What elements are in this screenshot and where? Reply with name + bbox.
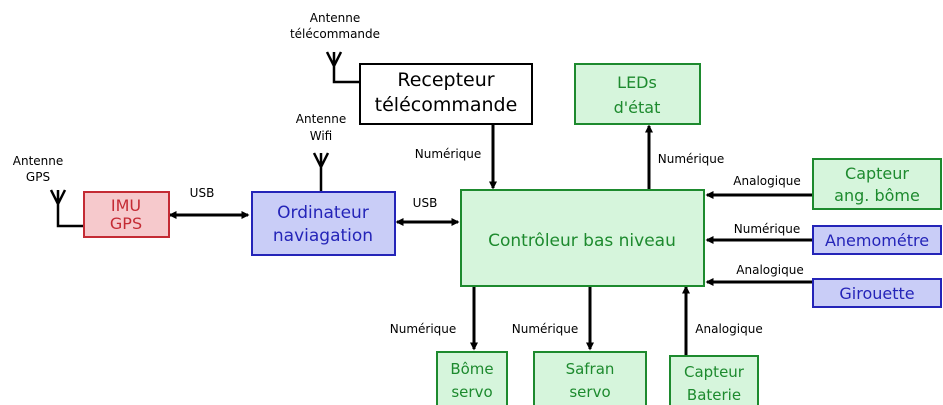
- bome-servo-box: [436, 351, 508, 405]
- antenne-telecommande-label-2: télécommande: [290, 27, 380, 41]
- imu-gps-box: [83, 191, 170, 238]
- antenne-gps-label-1: Antenne: [13, 154, 64, 168]
- leds-label-1: LEDs: [617, 73, 657, 92]
- antenna-telecommande-icon: [325, 51, 360, 84]
- bome-analog-label: Analogique: [733, 174, 800, 188]
- leds-label-2: d'état: [614, 98, 661, 117]
- recepteur-box: [359, 63, 533, 125]
- ordinateur-label-1: Ordinateur: [277, 203, 369, 223]
- recepteur-label-2: télécommande: [375, 94, 518, 116]
- girouette-label: Girouette: [839, 284, 914, 303]
- controleur-box: [460, 189, 705, 287]
- controleur-label: Contrôleur bas niveau: [488, 231, 676, 251]
- anemo-num-label: Numérique: [734, 222, 801, 236]
- capteur-batterie-label-1: Capteur: [684, 363, 745, 381]
- girouette-analog-label: Analogique: [736, 263, 803, 277]
- bome-servo-num-label: Numérique: [390, 322, 457, 336]
- leds-box: [574, 63, 701, 125]
- anemometre-box: [812, 225, 942, 255]
- capteur-batterie-label-2: Baterie: [687, 386, 741, 404]
- capteur-bome-label-2: ang. bôme: [834, 186, 920, 205]
- safran-servo-num-label: Numérique: [512, 322, 579, 336]
- bome-servo-label-2: servo: [451, 383, 492, 401]
- recepteur-num-label: Numérique: [415, 147, 482, 161]
- antenne-wifi-label-1: Antenne: [296, 112, 347, 126]
- antenne-gps-label-2: GPS: [26, 170, 50, 184]
- capteur-bome-label-1: Capteur: [845, 164, 909, 183]
- batterie-analog-label: Analogique: [695, 322, 762, 336]
- safran-servo-box: [533, 351, 647, 405]
- ordinateur-box: [251, 191, 396, 256]
- antenne-telecommande-label-1: Antenne: [310, 11, 361, 25]
- recepteur-label-1: Recepteur: [397, 69, 494, 91]
- bome-servo-label-1: Bôme: [450, 360, 493, 378]
- ordinateur-label-2: naviagation: [273, 226, 373, 246]
- anemometre-label: Anemométre: [825, 231, 929, 250]
- girouette-box: [812, 278, 942, 308]
- antenna-gps-icon: [49, 189, 84, 228]
- usb-ordinateur-label: USB: [413, 196, 438, 210]
- leds-num-label: Numérique: [658, 152, 725, 166]
- gps-label: GPS: [110, 214, 142, 233]
- capteur-bome-box: [812, 158, 942, 210]
- antenna-wifi-icon: [312, 152, 330, 192]
- imu-label: IMU: [111, 196, 141, 215]
- safran-servo-label-1: Safran: [566, 360, 615, 378]
- usb-imu-label: USB: [190, 186, 215, 200]
- capteur-batterie-box: [669, 355, 759, 405]
- antenne-wifi-label-2: Wifi: [310, 129, 333, 143]
- safran-servo-label-2: servo: [569, 383, 610, 401]
